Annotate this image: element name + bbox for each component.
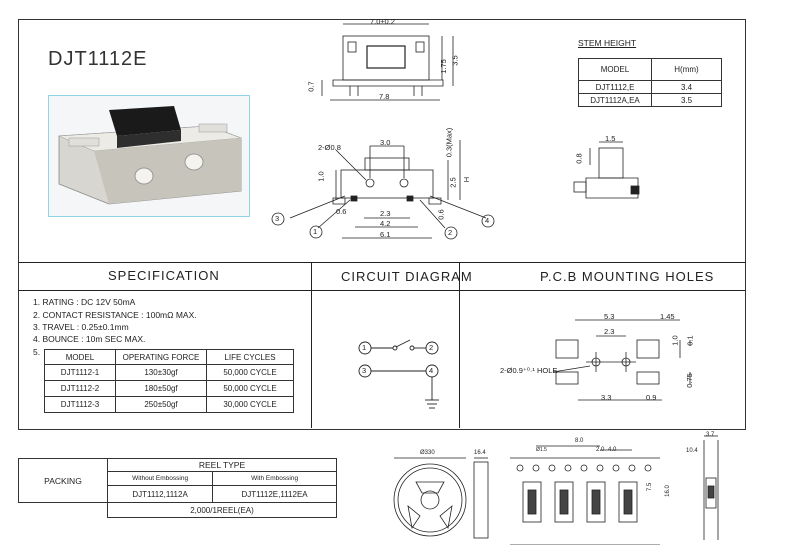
dim-h1: 1.75 (438, 59, 448, 74)
with-embossing-value: DJT1112E,1112EA (212, 485, 337, 503)
dim-pitch: 3.0 (380, 138, 391, 147)
pcb-dim-1-45: 1.45 (660, 312, 675, 321)
packing-quantity: 2,000/1REEL(EA) (107, 502, 337, 518)
force-row-2-model: DJT1112-2 (44, 380, 116, 397)
stem-row-1-model: DJT1112,E (578, 80, 652, 94)
with-embossing-label: With Embossing (212, 471, 337, 486)
pcb-dim-3-3: 3.3 (601, 393, 612, 402)
pcb-dim-2-3: 2.3 (604, 327, 615, 336)
force-row-2-life: 50,000 CYCLE (206, 380, 294, 397)
drawing-frame (18, 19, 746, 430)
frame-divider-top (18, 262, 745, 263)
force-table: MODEL OPERATING FORCE LIFE CYCLES DJT111… (44, 349, 294, 413)
pin-4: 4 (429, 366, 434, 375)
force-header-life: LIFE CYCLES (206, 349, 294, 365)
tape-hole: Ø1.5 (536, 447, 547, 453)
dim-width: 7.0±0.2 (370, 17, 395, 26)
stem-header-model: MODEL (578, 58, 652, 81)
spec-line-3: 3. TRAVEL : 0.25±0.1mm (33, 322, 129, 332)
dim-6-1: 6.1 (380, 230, 391, 239)
pcb-hole-label: 2-Ø0.9⁺⁰·¹ HOLE (500, 366, 558, 375)
pin-2: 2 (429, 343, 434, 352)
model-title: DJT1112E (48, 48, 148, 70)
without-embossing-label: Without Embossing (106, 471, 214, 486)
pcb-dim-0-75: 0.75 (684, 373, 694, 388)
dim-total: 7.8 (379, 92, 390, 101)
spec-line-2: 2. CONTACT RESISTANCE : 100mΩ MAX. (33, 310, 197, 320)
section-spec-title: SPECIFICATION (108, 268, 220, 283)
dim-side-s: 0.8 (574, 153, 584, 164)
section-pcb-title: P.C.B MOUNTING HOLES (540, 269, 715, 284)
callout-3: 3 (275, 214, 280, 223)
without-embossing-value: DJT1112,1112A (106, 485, 214, 503)
dim-side-w: 1.5 (605, 134, 616, 143)
section-circuit-title: CIRCUIT DIAGRAM (341, 269, 473, 284)
stem-header-h: H(mm) (651, 58, 722, 81)
dim-side: 0.7 (306, 81, 316, 92)
dim-holes: 2-Ø0.8 (318, 143, 341, 152)
force-row-3-force: 250±50gf (115, 396, 207, 413)
dim-0-6b: 0.6 (436, 209, 446, 220)
spec-line-1: 1. RATING : DC 12V 50mA (33, 297, 136, 307)
callout-1: 1 (313, 227, 318, 236)
dim-4-2: 4.2 (380, 219, 391, 228)
pcb-dim-0-9: 0.9 (646, 393, 657, 402)
tape-thickness: 3.7 (706, 432, 715, 438)
dim-2-3: 2.3 (380, 209, 391, 218)
spec-line-4: 4. BOUNCE : 10m SEC MAX. (33, 334, 146, 344)
force-row-3-life: 30,000 CYCLE (206, 396, 294, 413)
reel-dia: Ø330 (420, 450, 435, 456)
pcb-dim-0-1: 0.1 (685, 335, 695, 346)
tape-width-7-5: 7.5 (647, 482, 654, 492)
stem-row-2-h: 3.5 (651, 93, 722, 107)
force-header-force: OPERATING FORCE (115, 349, 207, 365)
pin-3: 3 (362, 366, 367, 375)
tape-pitch-4: 4.0 (608, 447, 617, 453)
tape-width-16: 16.0 (664, 485, 671, 497)
dim-0-6a: 0.6 (336, 207, 347, 216)
force-header-model: MODEL (44, 349, 116, 365)
tape-width-10-4: 10.4 (686, 448, 698, 454)
stem-row-2-model: DJT1112A,EA (578, 93, 652, 107)
stem-row-1-h: 3.4 (651, 80, 722, 94)
reel-type-label: REEL TYPE (107, 458, 337, 472)
force-row-3-model: DJT1112-3 (44, 396, 116, 413)
frame-divider-v1 (311, 262, 312, 428)
product-photo (48, 95, 250, 217)
callout-4: 4 (485, 216, 490, 225)
dim-h: H (462, 176, 472, 183)
packing-label: PACKING (18, 458, 108, 503)
dim-max: 0.3(Max) (444, 127, 454, 158)
dim-2-5: 2.5 (448, 177, 458, 188)
force-row-2-force: 180±50gf (115, 380, 207, 397)
stem-height-title: STEM HEIGHT (578, 38, 637, 48)
frame-divider-v2 (459, 262, 460, 428)
force-row-1-life: 50,000 CYCLE (206, 364, 294, 381)
force-row-1-model: DJT1112-1 (44, 364, 116, 381)
dim-left: 1.0 (316, 171, 326, 182)
pin-1: 1 (362, 343, 367, 352)
dim-h2: 3.5 (450, 55, 460, 66)
pcb-dim-1-0: 1.0 (670, 335, 680, 346)
force-row-1-force: 130±30gf (115, 364, 207, 381)
pcb-dim-5-3: 5.3 (604, 312, 615, 321)
tape-pitch-2: 2.0 (596, 447, 605, 453)
callout-2: 2 (448, 228, 453, 237)
spec-line-5: 5. (33, 347, 41, 357)
frame-divider-header (18, 290, 745, 291)
tape-pitch-8: 8.0 (575, 438, 584, 444)
packing-table: PACKING REEL TYPE Without Embossing With… (18, 458, 337, 518)
reel-width: 16.4 (474, 450, 486, 456)
